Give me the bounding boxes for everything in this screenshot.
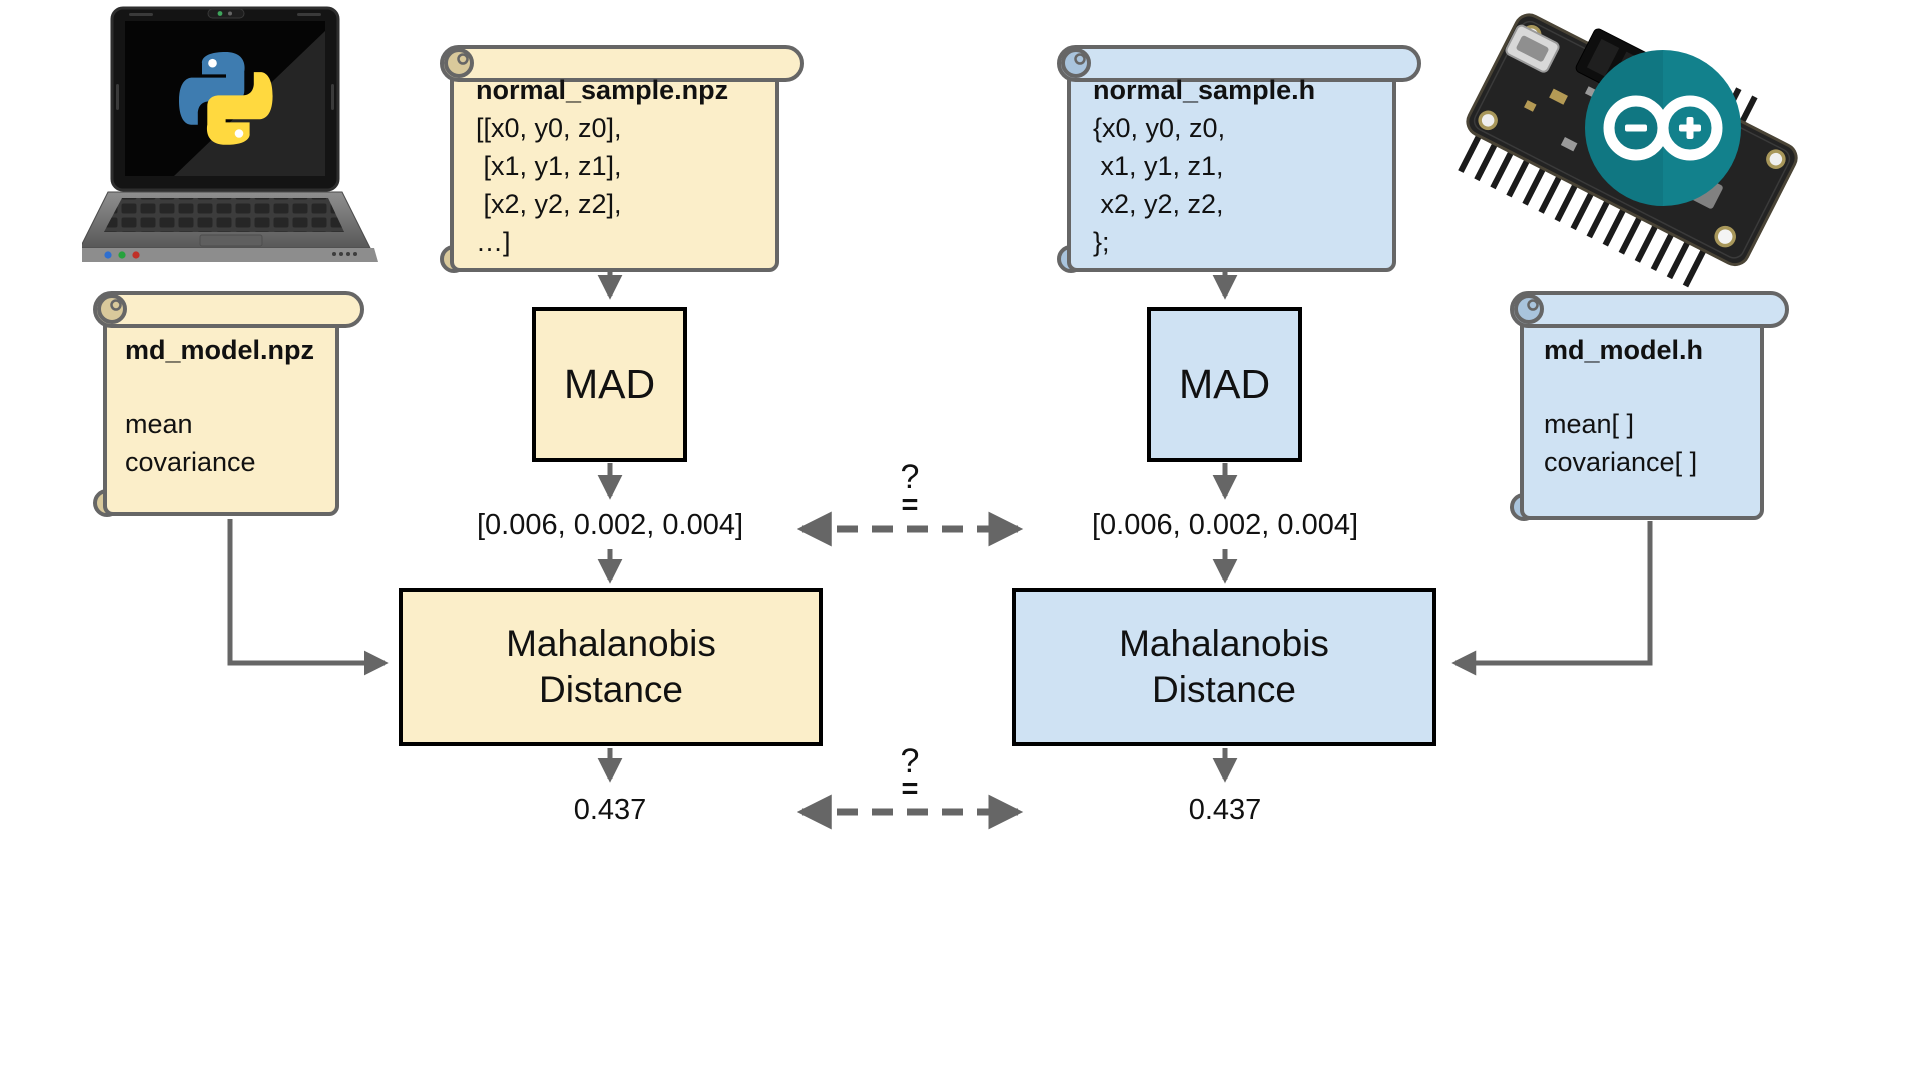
file-line: mean[ ] [1544, 409, 1635, 439]
mad-box-label: MAD [563, 361, 656, 407]
file-line: [x2, y2, z2], [476, 189, 622, 219]
mad-box-arduino: MAD [1147, 307, 1302, 462]
file-line: [[x0, y0, z0], [476, 113, 622, 143]
file-line: x1, y1, z1, [1093, 151, 1224, 181]
file-line: {x0, y0, z0, [1093, 113, 1226, 143]
mahalanobis-box-arduino: Mahalanobis Distance [1012, 588, 1436, 746]
file-line: }; [1093, 227, 1110, 257]
file-line: [x1, y1, z1], [476, 151, 622, 181]
mad-output-arduino: [0.006, 0.002, 0.004] [1091, 509, 1359, 541]
arduino-logo-icon [1585, 50, 1741, 206]
compare-label-distance: ? = [883, 742, 937, 805]
file-line: …] [476, 227, 511, 257]
file-line: mean [125, 409, 193, 439]
arduino-board-image [1458, 13, 1798, 288]
file-scroll-normal-sample-h: normal_sample.h {x0, y0, z0, x1, y1, z1,… [1057, 45, 1422, 275]
mad-box-label: MAD [1178, 361, 1271, 407]
question-mark: ? [900, 458, 920, 496]
mahalanobis-label-line1: Mahalanobis [1119, 623, 1329, 664]
scroll-shape [440, 45, 804, 273]
mahalanobis-label-line2: Distance [1152, 669, 1296, 710]
file-title: normal_sample.npz [476, 75, 729, 105]
file-title: md_model.h [1544, 335, 1704, 365]
mahalanobis-label-line1: Mahalanobis [506, 623, 716, 664]
python-logo-icon [179, 52, 273, 145]
file-title: normal_sample.h [1093, 75, 1316, 105]
file-title: md_model.npz [125, 335, 315, 365]
arrow-model-to-dist-right [1451, 521, 1653, 676]
file-line: covariance[ ] [1544, 447, 1698, 477]
distance-output-arduino: 0.437 [1188, 794, 1262, 826]
file-line: x2, y2, z2, [1093, 189, 1224, 219]
file-scroll-md-model-h: md_model.h mean[ ] covariance[ ] [1510, 291, 1790, 523]
equals-sign: = [901, 773, 919, 805]
file-scroll-normal-sample-npz: normal_sample.npz [[x0, y0, z0], [x1, y1… [440, 45, 805, 275]
mahalanobis-box-python: Mahalanobis Distance [399, 588, 823, 746]
file-line: covariance [125, 447, 256, 477]
file-scroll-md-model-npz: md_model.npz mean covariance [93, 291, 365, 519]
equals-sign: = [901, 489, 919, 521]
compare-label-mad: ? = [883, 458, 937, 521]
scroll-shape [1057, 45, 1421, 273]
python-laptop-image [82, 6, 378, 262]
distance-output-python: 0.437 [573, 794, 647, 826]
mad-output-python: [0.006, 0.002, 0.004] [476, 509, 744, 541]
mad-box-python: MAD [532, 307, 687, 462]
mahalanobis-label-line2: Distance [539, 669, 683, 710]
scroll-shape [93, 291, 364, 517]
arrow-model-to-dist-left [227, 519, 389, 676]
question-mark: ? [900, 742, 920, 780]
scroll-shape [1510, 291, 1789, 521]
